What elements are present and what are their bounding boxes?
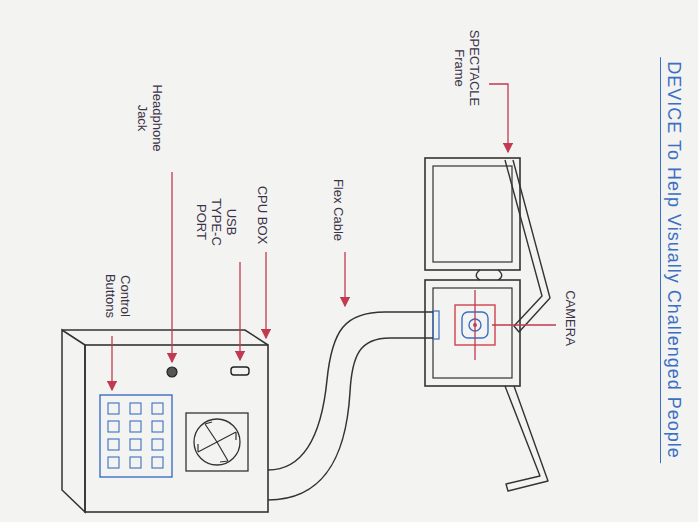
leader-line — [489, 84, 508, 152]
button-panel — [100, 395, 172, 477]
box-top — [62, 330, 268, 345]
temple-arm — [505, 386, 548, 491]
part-label: SPECTACLE Frame — [452, 23, 482, 113]
leader-line — [171, 172, 172, 362]
part-label: Control Buttons — [103, 264, 133, 329]
part-label: CAMERA — [563, 278, 578, 358]
leader-line — [474, 290, 475, 360]
lens-frame — [425, 158, 520, 270]
leader-line — [492, 324, 556, 325]
part-label: USB TYPE-C PORT — [194, 192, 239, 252]
cable-connector — [433, 311, 439, 339]
lens — [433, 288, 512, 378]
headphone-jack — [167, 367, 177, 377]
temple-arm — [505, 160, 550, 332]
part-label: CPU BOX — [255, 175, 270, 255]
bridge — [476, 270, 502, 280]
part-label: Headphone Jack — [135, 81, 165, 156]
fan-blades — [198, 422, 236, 462]
title: DEVICE To Help Visually Challenged Peopl… — [660, 57, 684, 463]
lens-frame — [425, 280, 520, 386]
leader-line — [111, 336, 112, 390]
part-label: Flex Cable — [331, 165, 346, 255]
fan-housing — [186, 413, 248, 471]
leader-line — [239, 262, 240, 360]
leader-line — [265, 252, 266, 338]
flex-cable — [268, 338, 433, 500]
leader-line — [344, 252, 345, 306]
control-buttons — [108, 403, 163, 468]
usb-port — [231, 367, 249, 375]
lens — [433, 166, 512, 262]
fan — [194, 419, 240, 465]
box-side — [62, 330, 85, 512]
